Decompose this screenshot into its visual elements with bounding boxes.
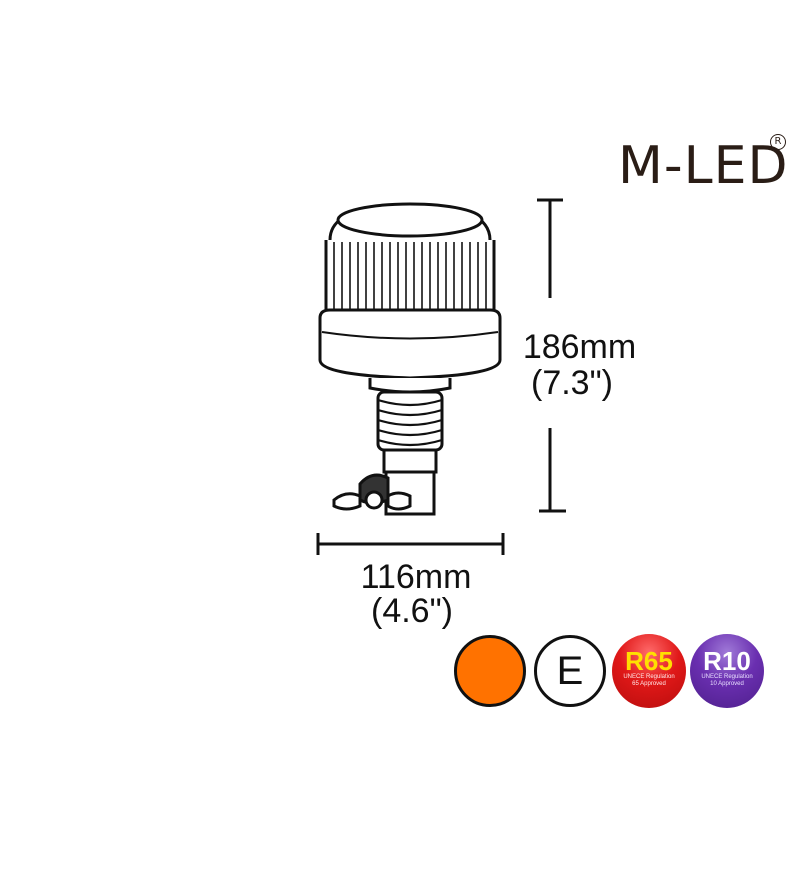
r10-approval-badge: R10 UNECE Regulation 10 Approved — [690, 634, 764, 708]
r10-line1: UNECE Regulation — [701, 674, 753, 680]
e-mark-label: E — [556, 648, 584, 693]
r10-label: R10 — [703, 646, 751, 676]
width-mm-label: 116mm — [360, 558, 472, 596]
r65-approval-badge: R65 UNECE Regulation 65 Approved — [612, 634, 686, 708]
e-mark-badge: E — [534, 635, 606, 707]
brand-logo: M-LED — [618, 136, 789, 196]
width-inch-label: (4.6") — [371, 592, 453, 630]
r65-line1: UNECE Regulation — [623, 674, 675, 680]
r10-line2: 10 Approved — [710, 681, 744, 687]
height-dimension-line — [537, 198, 566, 513]
r65-label: R65 — [625, 646, 673, 676]
height-inch-label: (7.3") — [531, 364, 613, 402]
registered-trademark-icon: R — [770, 134, 786, 150]
beacon-illustration — [318, 202, 502, 516]
r65-line2: 65 Approved — [632, 681, 666, 687]
width-dimension-line — [316, 533, 505, 555]
height-mm-label: 186mm — [522, 328, 637, 366]
amber-color-badge — [454, 635, 526, 707]
